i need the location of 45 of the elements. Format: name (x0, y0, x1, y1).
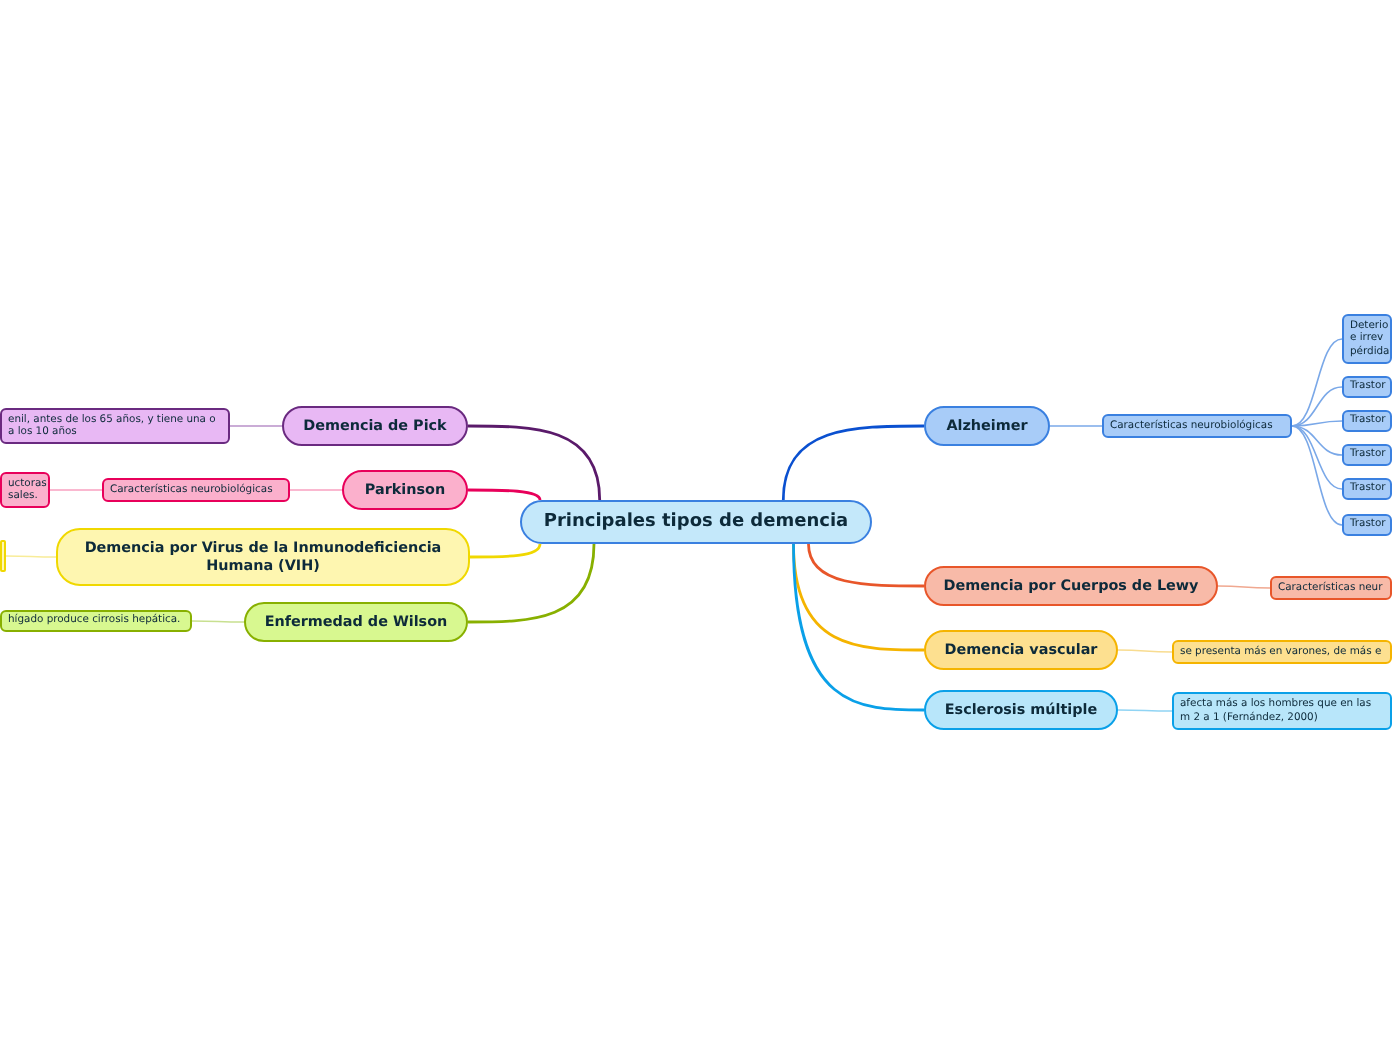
subtopic-box (1342, 376, 1392, 398)
connector-line (468, 543, 596, 624)
connector-line (49, 489, 103, 491)
connector-line (468, 488, 542, 501)
subtopic-box (1342, 410, 1392, 432)
connector-line (470, 543, 542, 559)
topic-box (282, 406, 468, 446)
topic-box (924, 690, 1118, 730)
connector-line (1291, 338, 1343, 427)
connector-line (1291, 386, 1343, 427)
topic-text: Principales tipos de demencia (541, 511, 851, 533)
subtopic-box (1172, 692, 1392, 730)
subtopic-box (0, 472, 50, 508)
topic-box (244, 602, 468, 642)
topic-box (924, 406, 1050, 446)
connector-line (781, 424, 924, 501)
connector-line (792, 543, 924, 712)
connector-line (1217, 585, 1271, 589)
connector-line (289, 489, 343, 491)
connector-line (1291, 425, 1343, 456)
central-topic (520, 500, 872, 544)
empty-box (0, 540, 6, 572)
subtopic-box (0, 408, 230, 444)
subtopic-box (1342, 444, 1392, 466)
connector-line (1117, 649, 1173, 653)
connector-line (468, 424, 602, 501)
topic-box (924, 566, 1218, 606)
subtopic-box (1342, 514, 1392, 536)
subtopic-box (102, 478, 290, 502)
subtopic-box (0, 610, 192, 632)
topic-box (924, 630, 1118, 670)
topic-box (56, 528, 470, 586)
connector-line (1291, 425, 1343, 526)
connector-line (1117, 709, 1173, 712)
connector-line (191, 620, 245, 623)
subtopic-box (1172, 640, 1392, 664)
subtopic-box (1102, 414, 1292, 438)
connector-line (1291, 425, 1343, 490)
subtopic-box (1270, 576, 1392, 600)
connector-line (1049, 425, 1103, 427)
connector-line (807, 543, 924, 588)
connector-line (5, 555, 57, 558)
topic-box (342, 470, 468, 510)
subtopic-box (1342, 478, 1392, 500)
connector-line (229, 425, 283, 427)
